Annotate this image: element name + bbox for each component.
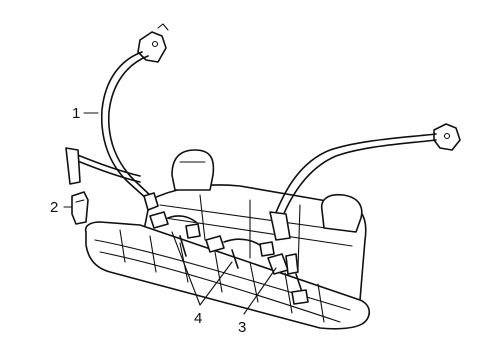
loose-belt-strap <box>65 147 141 185</box>
right-headrest <box>320 193 363 233</box>
left-headrest <box>171 149 215 191</box>
callout-1: 1 <box>72 105 80 122</box>
left-shoulder-belt <box>100 23 169 211</box>
buckle-part <box>71 191 89 225</box>
callout-4: 4 <box>194 310 202 327</box>
callout-3: 3 <box>238 319 246 336</box>
center-buckles <box>149 211 275 269</box>
right-shoulder-belt <box>269 123 461 241</box>
right-buckle <box>267 253 309 305</box>
callout-2: 2 <box>50 199 58 216</box>
leader-lines <box>63 112 277 315</box>
